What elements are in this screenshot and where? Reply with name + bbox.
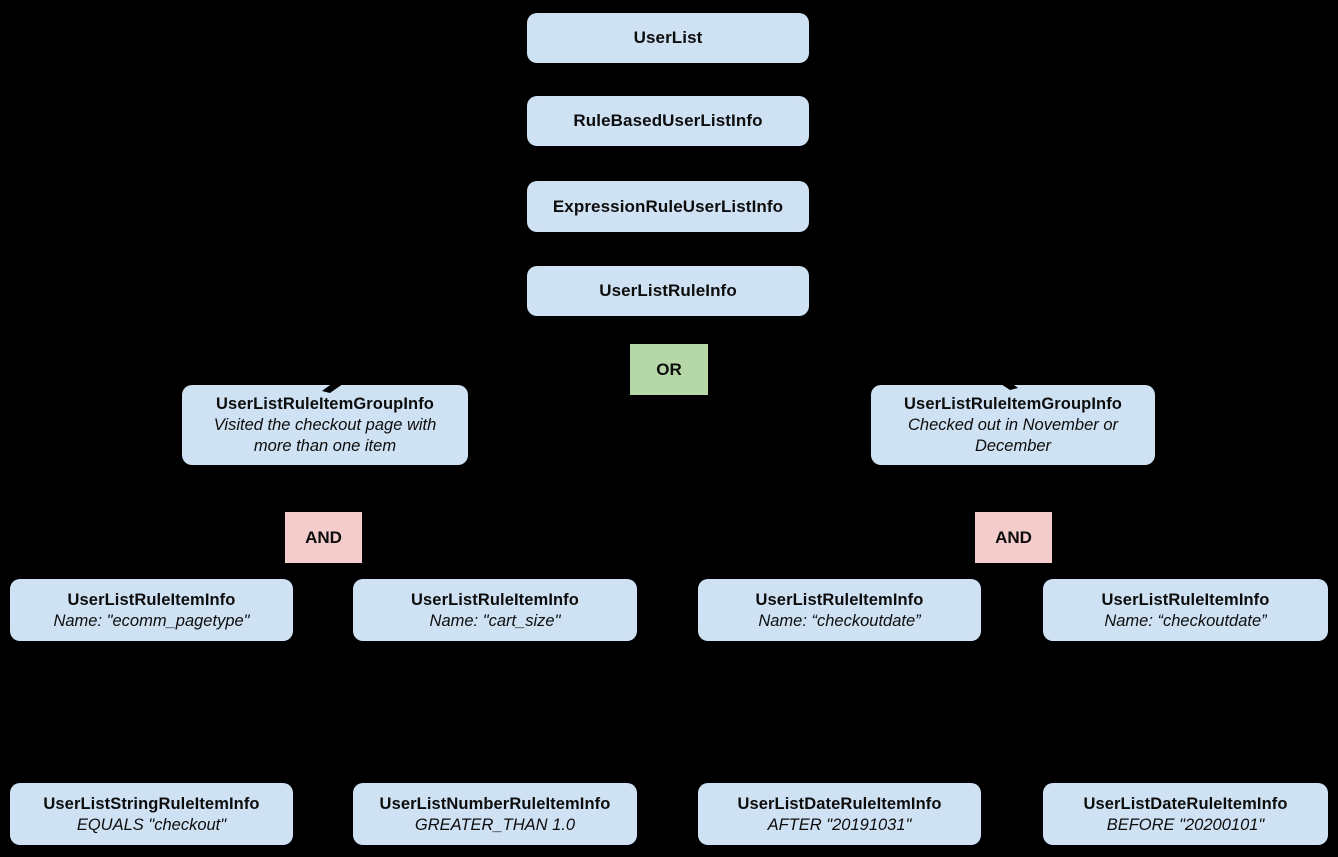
node-title: UserListDateRuleItemInfo <box>1083 794 1288 813</box>
node-subtitle-line: Visited the checkout page with <box>213 416 437 434</box>
node-title: UserListRuleItemGroupInfo <box>904 395 1122 413</box>
and-operator-box-right: AND <box>975 512 1052 563</box>
node-title: UserListRuleItemInfo <box>411 590 579 609</box>
node-subtitle-line: Checked out in November or <box>907 416 1119 434</box>
and-operator-label: AND <box>305 527 342 547</box>
node-rule-item-cart-size: UserListRuleItemInfo Name: "cart_size" <box>353 579 637 641</box>
node-title: UserListRuleItemInfo <box>67 590 236 609</box>
node-subtitle: Name: “checkoutdate” <box>758 611 921 630</box>
node-rule-item-group-left: UserListRuleItemGroupInfo Visited the ch… <box>182 385 468 465</box>
node-string-rule-item: UserListStringRuleItemInfo EQUALS "check… <box>10 783 293 845</box>
node-title: UserListRuleItemInfo <box>1101 590 1270 609</box>
node-rule-item-ecomm-pagetype: UserListRuleItemInfo Name: "ecomm_pagety… <box>10 579 293 641</box>
node-subtitle: AFTER "20191031" <box>767 815 912 834</box>
node-subtitle-line: more than one item <box>253 437 397 455</box>
node-title: UserListDateRuleItemInfo <box>737 794 942 813</box>
node-rule-item-checkoutdate-2: UserListRuleItemInfo Name: “checkoutdate… <box>1043 579 1328 641</box>
node-title: UserListRuleItemGroupInfo <box>216 395 434 413</box>
and-operator-label: AND <box>995 527 1032 547</box>
or-operator-box: OR <box>630 344 708 395</box>
node-title: UserListRuleItemInfo <box>755 590 924 609</box>
node-title: UserList <box>633 28 703 47</box>
node-title: UserListRuleInfo <box>599 281 737 300</box>
node-subtitle: Name: “checkoutdate” <box>1104 611 1267 630</box>
node-title: UserListStringRuleItemInfo <box>43 794 260 813</box>
node-subtitle-line: December <box>974 437 1052 455</box>
node-subtitle: BEFORE "20200101" <box>1106 815 1265 834</box>
node-rule-based-user-list-info: RuleBasedUserListInfo <box>527 96 809 146</box>
node-subtitle: Name: "ecomm_pagetype" <box>53 611 250 630</box>
node-user-list-rule-info: UserListRuleInfo <box>527 266 809 316</box>
node-rule-item-group-right: UserListRuleItemGroupInfo Checked out in… <box>871 385 1155 465</box>
node-title: RuleBasedUserListInfo <box>573 111 763 130</box>
node-date-rule-item-before: UserListDateRuleItemInfo BEFORE "2020010… <box>1043 783 1328 845</box>
or-operator-label: OR <box>656 359 682 379</box>
node-number-rule-item: UserListNumberRuleItemInfo GREATER_THAN … <box>353 783 637 845</box>
node-rule-item-checkoutdate-1: UserListRuleItemInfo Name: “checkoutdate… <box>698 579 981 641</box>
node-userlist: UserList <box>527 13 809 63</box>
node-subtitle: Name: "cart_size" <box>429 611 561 630</box>
node-subtitle: EQUALS "checkout" <box>76 815 227 834</box>
arrowhead-icon <box>322 374 358 393</box>
node-title: ExpressionRuleUserListInfo <box>552 196 784 216</box>
and-operator-box-left: AND <box>285 512 362 563</box>
node-expression-rule-user-list-info: ExpressionRuleUserListInfo <box>527 181 809 232</box>
node-subtitle: GREATER_THAN 1.0 <box>414 815 576 834</box>
arrowhead-icon <box>980 371 1018 390</box>
node-date-rule-item-after: UserListDateRuleItemInfo AFTER "20191031… <box>698 783 981 845</box>
node-title: UserListNumberRuleItemInfo <box>379 794 611 813</box>
